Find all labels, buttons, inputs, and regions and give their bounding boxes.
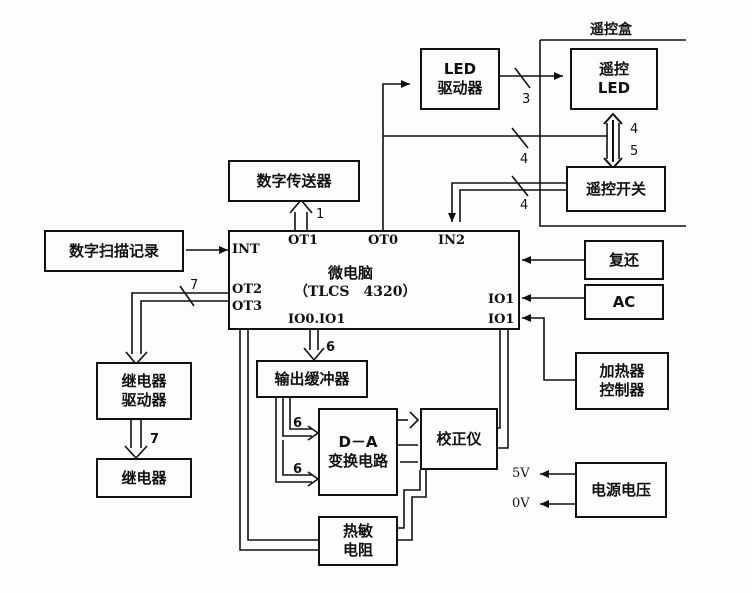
thermistor-block: 热敏 电阻 bbox=[318, 516, 398, 566]
bus-width-label: 3 bbox=[522, 92, 531, 107]
output-buffer-block: 输出缓冲器 bbox=[256, 360, 368, 398]
digital-scan-recorder-block: 数字扫描记录 bbox=[44, 230, 184, 272]
port-io0-io1: IO0.IO1 bbox=[288, 312, 346, 327]
micro-to-thermistor-a bbox=[239, 326, 318, 551]
microcomputer-title: 微电脑 bbox=[328, 264, 374, 282]
bus-width-label: 4 bbox=[630, 122, 639, 137]
voltage-5v-label: 5V bbox=[512, 466, 530, 481]
heater-controller-block: 加热器 控制器 bbox=[575, 352, 669, 410]
reset-block: 复还 bbox=[584, 240, 664, 280]
bus-width-label: 4 bbox=[520, 152, 529, 167]
digital-transmitter-block: 数字传送器 bbox=[228, 160, 360, 202]
voltage-0v-label: 0V bbox=[512, 496, 530, 511]
bus-width-label: 5 bbox=[630, 144, 639, 159]
remote-box-boundary bbox=[539, 40, 686, 227]
bus-width-label: 6 bbox=[293, 416, 303, 431]
port-int: INT bbox=[232, 242, 260, 257]
port-in2: IN2 bbox=[438, 233, 466, 248]
port-io1-b: IO1 bbox=[488, 312, 515, 327]
port-ot1: OT1 bbox=[288, 233, 319, 248]
io1-to-calibrator bbox=[498, 330, 501, 429]
remote-led-block: 遥控 LED bbox=[570, 48, 658, 110]
bus-width-label: 6 bbox=[293, 462, 303, 477]
bus-width-label: 6 bbox=[326, 340, 336, 355]
ot2-ot3-bus bbox=[131, 292, 230, 354]
remote-switch-block: 遥控开关 bbox=[566, 166, 666, 212]
bus-width-label: 7 bbox=[190, 278, 199, 293]
ot0-line bbox=[382, 80, 410, 230]
microcomputer-model: （TLCS 4320） bbox=[294, 284, 417, 300]
port-ot3: OT3 bbox=[232, 299, 263, 314]
relay-block: 继电器 bbox=[96, 458, 192, 498]
port-ot2: OT2 bbox=[232, 282, 263, 297]
da-bus-b bbox=[275, 398, 312, 483]
bus-width-label: 1 bbox=[316, 207, 325, 222]
led-driver-block: LED 驱动器 bbox=[420, 48, 500, 110]
ac-block: AC bbox=[584, 284, 664, 320]
port-io1-a: IO1 bbox=[488, 292, 515, 307]
heater-to-micro bbox=[522, 314, 575, 381]
port-ot0: OT0 bbox=[368, 233, 399, 248]
switch-to-in2 bbox=[448, 182, 566, 222]
bus-width-label: 7 bbox=[150, 432, 160, 447]
microcomputer-block: 微电脑 （TLCS 4320） INT OT1 OT0 IN2 OT2 OT3 … bbox=[228, 230, 520, 330]
relay-driver-block: 继电器 驱动器 bbox=[96, 362, 192, 420]
da-bus-a bbox=[282, 398, 312, 437]
thermistor-to-da bbox=[397, 470, 421, 529]
power-supply-block: 电源电压 bbox=[575, 462, 667, 518]
da-converter-block: D－A 变换电路 bbox=[318, 408, 398, 496]
bus-width-label: 4 bbox=[520, 198, 529, 213]
calibrator-block: 校正仪 bbox=[420, 408, 498, 470]
remote-box-label: 遥控盒 bbox=[590, 22, 632, 38]
